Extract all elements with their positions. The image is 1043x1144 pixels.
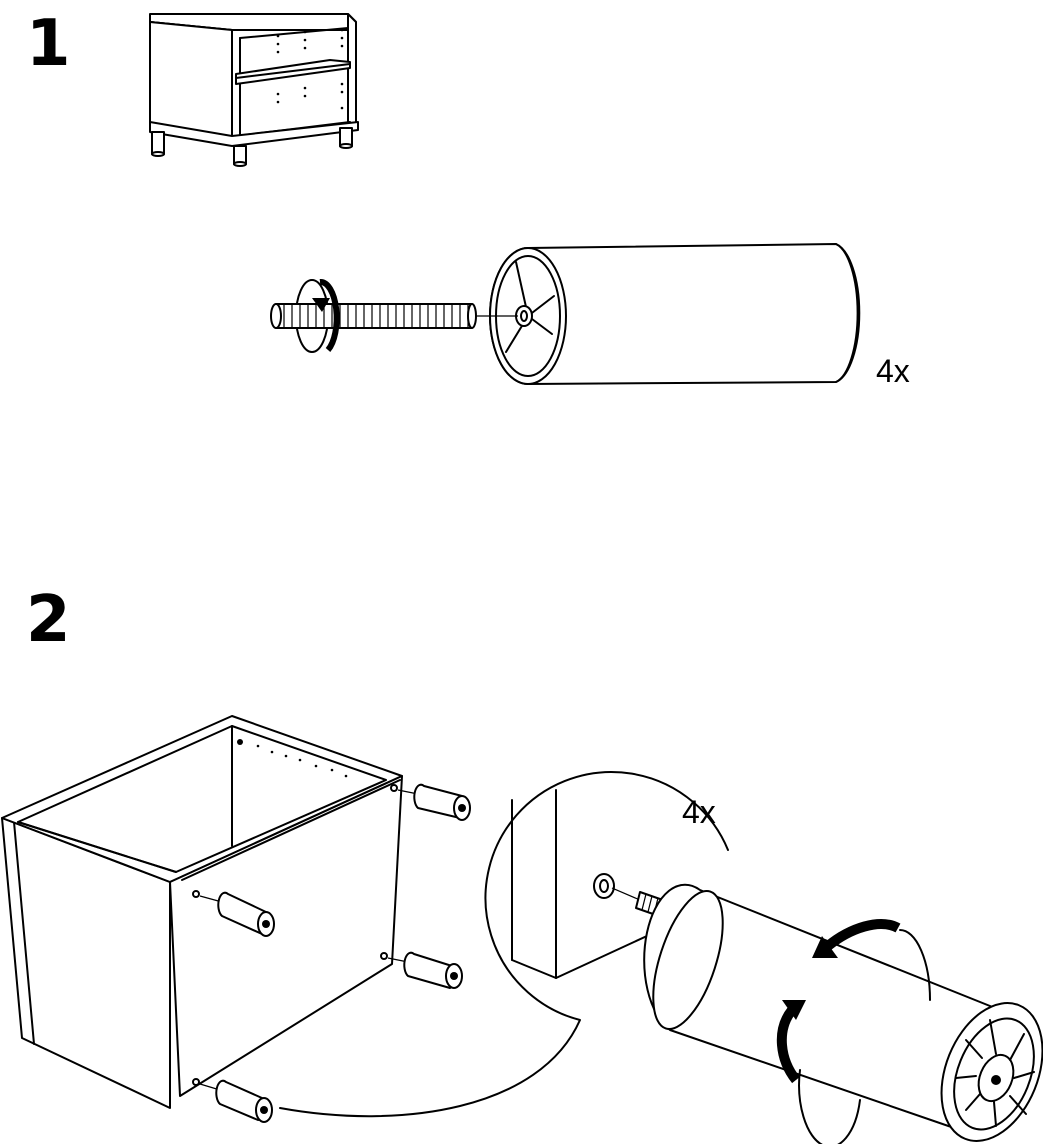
large-leg-detail-illustration bbox=[636, 883, 1043, 1144]
screw-into-leg-illustration bbox=[271, 244, 859, 384]
cabinet-overview-illustration bbox=[150, 14, 358, 166]
cabinet-body-illustration bbox=[2, 716, 402, 1108]
